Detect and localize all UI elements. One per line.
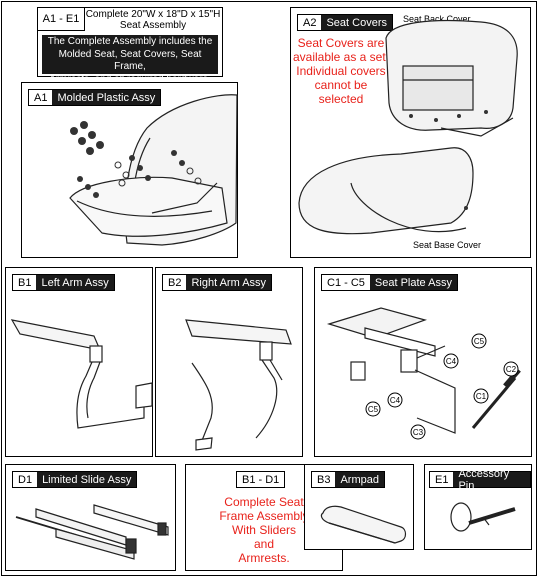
seat-covers-drawing — [298, 19, 518, 235]
limited-slide-drawing — [15, 504, 169, 560]
tag-code: E1 — [435, 473, 449, 486]
tag-title: Armpad — [335, 472, 384, 487]
panel-limited-slide[interactable]: D1 Limited Slide Assy — [5, 464, 176, 571]
tag-b1: B1 Left Arm Assy — [12, 274, 115, 291]
complete-assembly-box: A1 - E1 Complete 20"W x 18"D x 15"H Seat… — [37, 7, 223, 85]
accessory-pin-drawing — [450, 502, 516, 532]
tag-b2: B2 Right Arm Assy — [162, 274, 273, 291]
panel-armpad[interactable]: B3 Armpad — [304, 464, 414, 550]
molded-seat-drawing — [69, 94, 238, 246]
right-arm-drawing — [185, 319, 292, 451]
assembly-code: A1 - E1 — [38, 8, 85, 31]
callout-c5-upper: C5 — [474, 337, 485, 346]
tag-title: Left Arm Assy — [36, 275, 114, 290]
callout-c5-lower: C5 — [368, 405, 379, 414]
tag-code: D1 — [18, 473, 33, 486]
tag-c: C1 - C5 Seat Plate Assy — [321, 274, 458, 291]
panel-seat-covers[interactable]: A2 Seat Covers Seat Back Cover Seat Cove… — [290, 7, 531, 258]
tag-code: A2 — [303, 16, 317, 29]
armpad-drawing — [320, 505, 407, 544]
callout-c4-lower: C4 — [390, 396, 401, 405]
callout-c4-upper: C4 — [446, 357, 457, 366]
assembly-title: Complete 20"W x 18"D x 15"H Seat Assembl… — [85, 9, 221, 31]
tag-title: Seat Covers — [321, 15, 392, 30]
tag-a2: A2 Seat Covers — [297, 14, 393, 31]
seat-back-cover-label: Seat Back Cover — [403, 14, 471, 24]
tag-a1: A1 Molded Plastic Assy — [28, 89, 162, 106]
assembly-description: The Complete Assembly includes the Molde… — [42, 35, 218, 85]
tag-code: B2 — [168, 276, 182, 289]
tag-title: Right Arm Assy — [186, 275, 272, 290]
panel-seat-plate[interactable]: C1 - C5 Seat Plate Assy C5 C4 C2 C1 C4 C… — [314, 267, 532, 457]
seat-base-cover-label: Seat Base Cover — [413, 240, 482, 250]
callout-c3: C3 — [413, 428, 424, 437]
tag-b3: B3 Armpad — [311, 471, 385, 488]
tag-b1d1: B1 - D1 — [236, 471, 286, 488]
seat-covers-note: Seat Covers are available as a set. Indi… — [292, 36, 390, 106]
tag-code: B3 — [317, 473, 331, 486]
panel-accessory-pin[interactable]: E1 Accessory Pin — [424, 464, 532, 550]
tag-code: B1 — [18, 276, 32, 289]
tag-code: B1 - D1 — [242, 473, 280, 486]
tag-code: A1 — [34, 91, 48, 104]
panel-left-arm[interactable]: B1 Left Arm Assy — [5, 267, 153, 457]
complete-frame-note: Complete Seat Frame Assembly With Slider… — [219, 495, 309, 565]
tag-d1: D1 Limited Slide Assy — [12, 471, 138, 488]
seat-plate-drawing: C5 C4 C2 C1 C4 C5 C3 — [326, 307, 521, 440]
tag-code: C1 - C5 — [327, 276, 365, 289]
tag-title: Molded Plastic Assy — [52, 90, 161, 105]
panel-right-arm[interactable]: B2 Right Arm Assy — [155, 267, 303, 457]
panel-molded-plastic[interactable]: A1 Molded Plastic Assy — [21, 82, 238, 258]
callout-c1: C1 — [476, 392, 487, 401]
left-arm-drawing — [10, 319, 153, 429]
tag-title: Limited Slide Assy — [37, 472, 137, 487]
tag-title: Seat Plate Assy — [369, 275, 457, 290]
callout-c2: C2 — [506, 365, 517, 374]
